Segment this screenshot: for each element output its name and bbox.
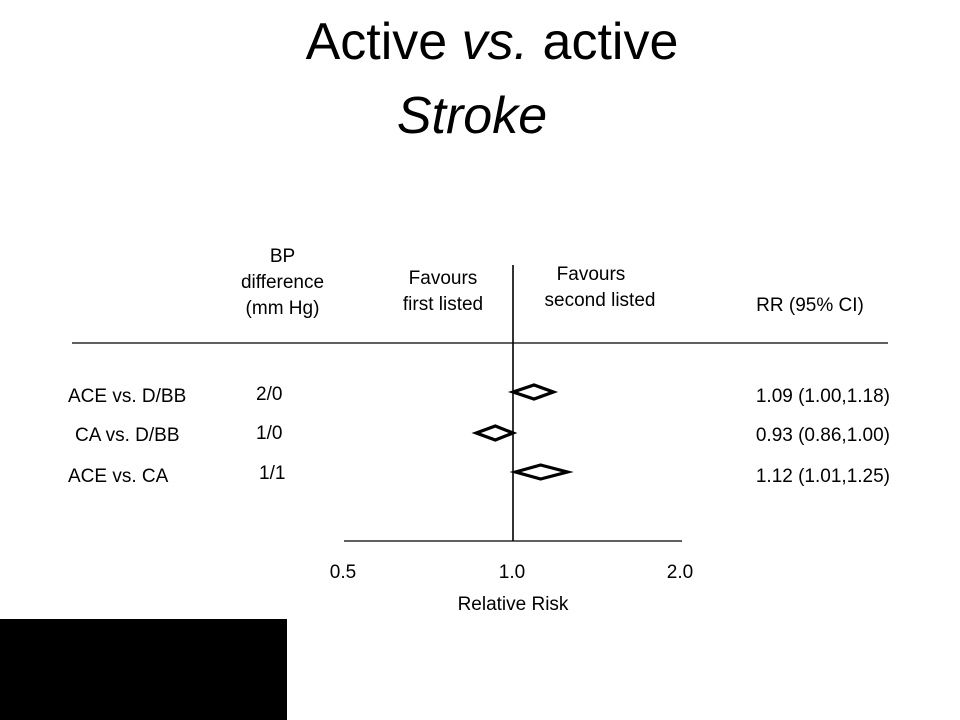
favours-second-line: second listed: [544, 290, 656, 311]
black-corner-block: [0, 619, 287, 720]
x-tick-label: 0.5: [329, 562, 357, 583]
bp-header-line: BP: [269, 246, 296, 267]
row-bp-difference: 1/1: [259, 463, 286, 484]
favours-second-line: Favours: [556, 264, 626, 285]
favours-first-line: first listed: [402, 294, 484, 315]
bp-header-line: (mm Hg): [245, 298, 320, 319]
row-label: CA vs. D/BB: [75, 425, 180, 446]
bp-difference-header: BP difference (mm Hg): [215, 244, 350, 322]
favours-first-line: Favours: [408, 268, 478, 289]
x-tick-label: 1.0: [498, 562, 526, 583]
row-bp-difference: 1/0: [256, 423, 283, 444]
chart-title-line2: Stroke: [396, 87, 548, 145]
rr-ci-diamond: [507, 383, 559, 401]
row-bp-difference: 2/0: [256, 384, 283, 405]
rr-ci-header: RR (95% CI): [756, 295, 864, 316]
row-rr-ci: 1.09 (1.00,1.18): [755, 386, 890, 407]
row-rr-ci: 1.12 (1.01,1.25): [755, 466, 890, 487]
row-rr-ci: 0.93 (0.86,1.00): [755, 425, 890, 446]
row-label: ACE vs. CA: [68, 466, 169, 487]
chart-title-line1: Active vs. active: [305, 13, 679, 71]
x-axis-label: Relative Risk: [457, 594, 569, 615]
rr-ci-diamond: [471, 424, 518, 442]
bp-header-line: difference: [240, 272, 325, 293]
favours-first-header: Favours first listed: [378, 266, 508, 318]
rr-ci-diamond: [509, 463, 574, 481]
favours-second-header: Favours second listed: [520, 262, 680, 314]
row-label: ACE vs. D/BB: [68, 386, 187, 407]
x-tick-label: 2.0: [666, 562, 694, 583]
